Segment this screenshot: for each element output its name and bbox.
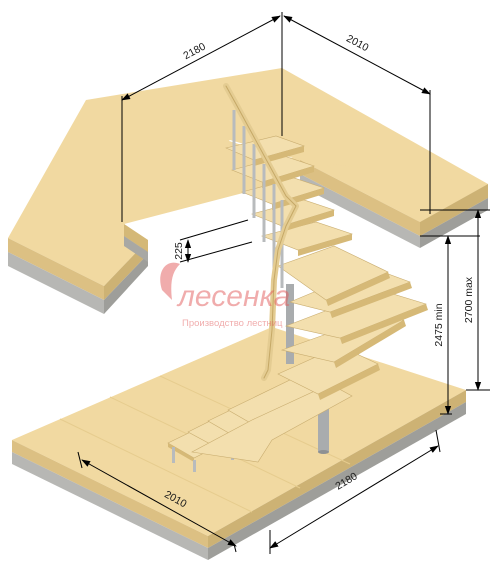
watermark: лесенка Производство лестниц (160, 262, 290, 329)
dim-line-bottom-left (81, 459, 237, 547)
staircase (167, 83, 428, 472)
dim-label-height-max: 2700 max (463, 276, 475, 323)
balusters (232, 110, 284, 288)
dim-label-top-left: 2180 (181, 40, 207, 62)
dim-line-top-right (283, 15, 431, 95)
winder-steps (277, 245, 428, 400)
watermark-tagline: Производство лестниц (182, 318, 283, 329)
dim-line-bottom-right (269, 445, 439, 549)
watermark-logo-icon (160, 262, 180, 300)
dim-label-step-rise: 225 (173, 242, 185, 260)
center-post-upper (286, 284, 294, 364)
dim-label-top-right: 2010 (344, 33, 370, 55)
upper-floor-slab (8, 68, 488, 314)
dim-line-top-left (121, 15, 281, 101)
dimension-lines (77, 12, 490, 554)
center-post-lower (318, 396, 329, 452)
watermark-brand: лесенка (176, 280, 290, 313)
dim-label-height-min: 2475 min (433, 303, 445, 346)
bottom-flight (167, 376, 323, 472)
handrail (223, 83, 299, 381)
